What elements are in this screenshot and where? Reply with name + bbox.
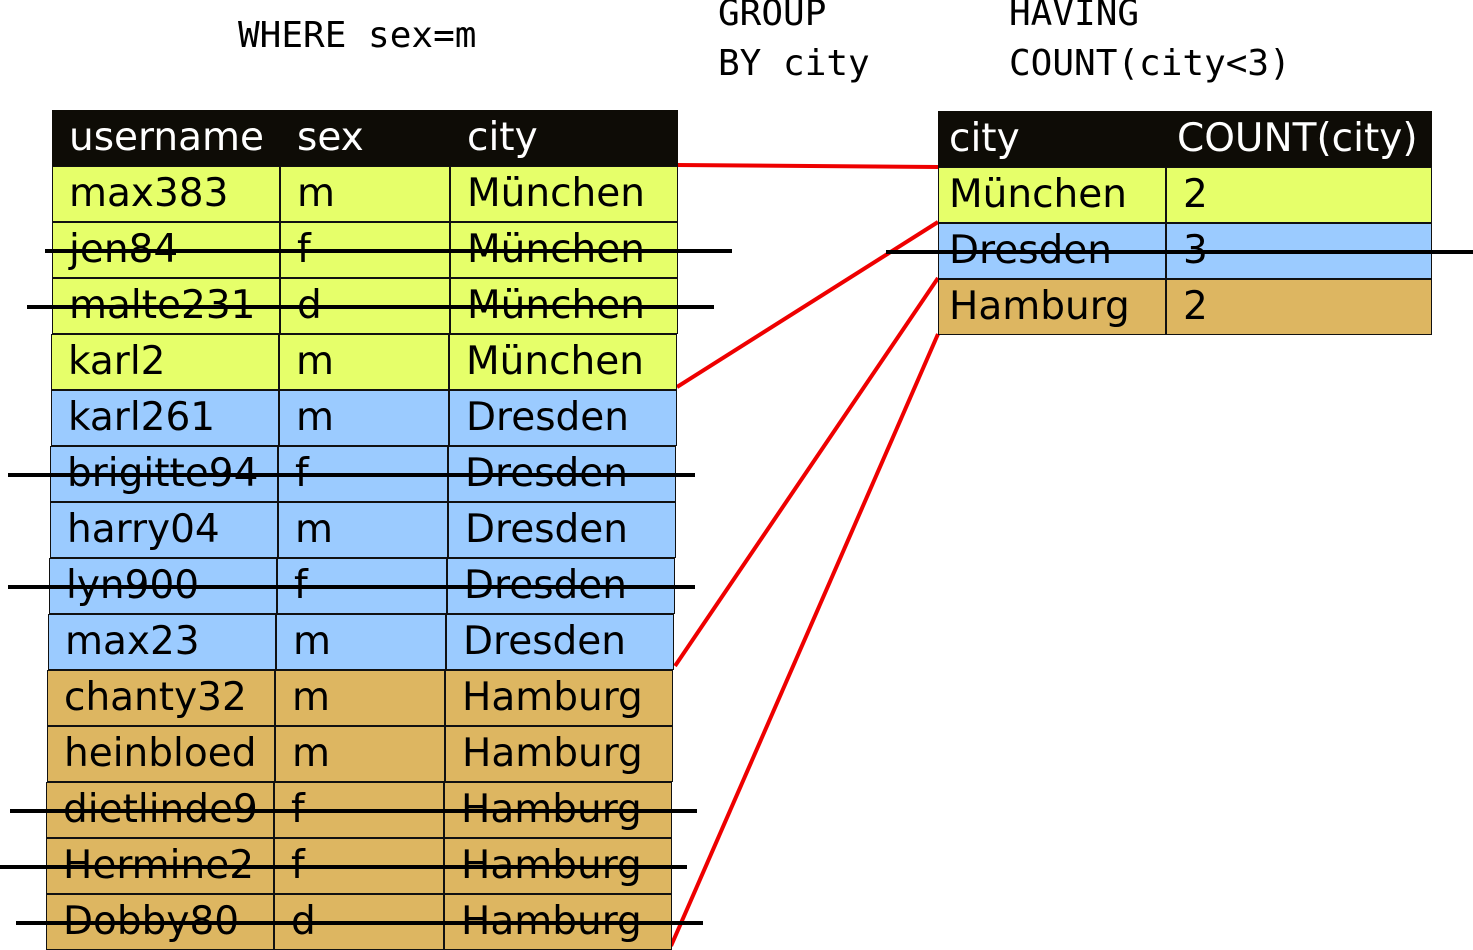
city-cell: Dresden [446,614,674,670]
city-cell: Hamburg [445,670,673,726]
column-header: sex [280,110,450,166]
username-cell: brigitte94 [50,446,278,502]
sex-cell: f [274,838,444,894]
column-header: city [450,110,678,166]
city-cell: München [449,334,677,390]
username-cell: chanty32 [47,670,275,726]
city-cell: München [938,167,1166,223]
username-cell: dietlinde9 [46,782,274,838]
sex-cell: m [279,390,449,446]
sex-cell: f [274,782,444,838]
column-header: username [52,110,280,166]
username-cell: heinbloed [47,726,275,782]
column-header: COUNT(city) [1166,111,1432,167]
count-cell: 2 [1166,167,1432,223]
username-cell: jen84 [52,222,280,278]
sex-cell: f [277,558,447,614]
sex-cell: d [280,278,450,334]
sex-cell: m [275,726,445,782]
connector-muenchen [675,220,940,389]
connector-header [676,163,939,169]
having-label-line2: COUNT(city<3) [1009,43,1291,84]
sex-cell: m [278,502,448,558]
count-cell: 2 [1166,279,1432,335]
connector-hamburg [669,333,940,947]
city-cell: Hamburg [444,838,672,894]
group-by-label-line2: BY city [718,43,870,84]
sex-cell: m [275,670,445,726]
city-cell: München [450,278,678,334]
sex-cell: m [279,334,449,390]
username-cell: Hermine2 [46,838,274,894]
username-cell: malte231 [52,278,280,334]
city-cell: Hamburg [938,279,1166,335]
sex-cell: f [278,446,448,502]
city-cell: Dresden [447,558,675,614]
username-cell: lyn900 [49,558,277,614]
column-header: city [938,111,1166,167]
having-label-line1: HAVING [1009,0,1140,34]
city-cell: Dresden [448,446,676,502]
city-cell: Hamburg [444,894,672,950]
city-cell: München [450,222,678,278]
username-cell: harry04 [50,502,278,558]
city-cell: Hamburg [445,726,673,782]
username-cell: Dobby80 [46,894,274,950]
city-cell: München [450,166,678,222]
city-cell: Hamburg [444,782,672,838]
sex-cell: d [274,894,444,950]
where-clause-label: WHERE sex=m [238,15,477,56]
username-cell: karl261 [51,390,279,446]
city-cell: Dresden [448,502,676,558]
sex-cell: f [280,222,450,278]
count-cell: 3 [1166,223,1432,279]
city-cell: Dresden [938,223,1166,279]
group-by-label-line1: GROUP [718,0,827,34]
username-cell: max383 [52,166,280,222]
sex-cell: m [276,614,446,670]
username-cell: karl2 [51,334,279,390]
username-cell: max23 [48,614,276,670]
connector-dresden [673,276,940,668]
sex-cell: m [280,166,450,222]
city-cell: Dresden [449,390,677,446]
